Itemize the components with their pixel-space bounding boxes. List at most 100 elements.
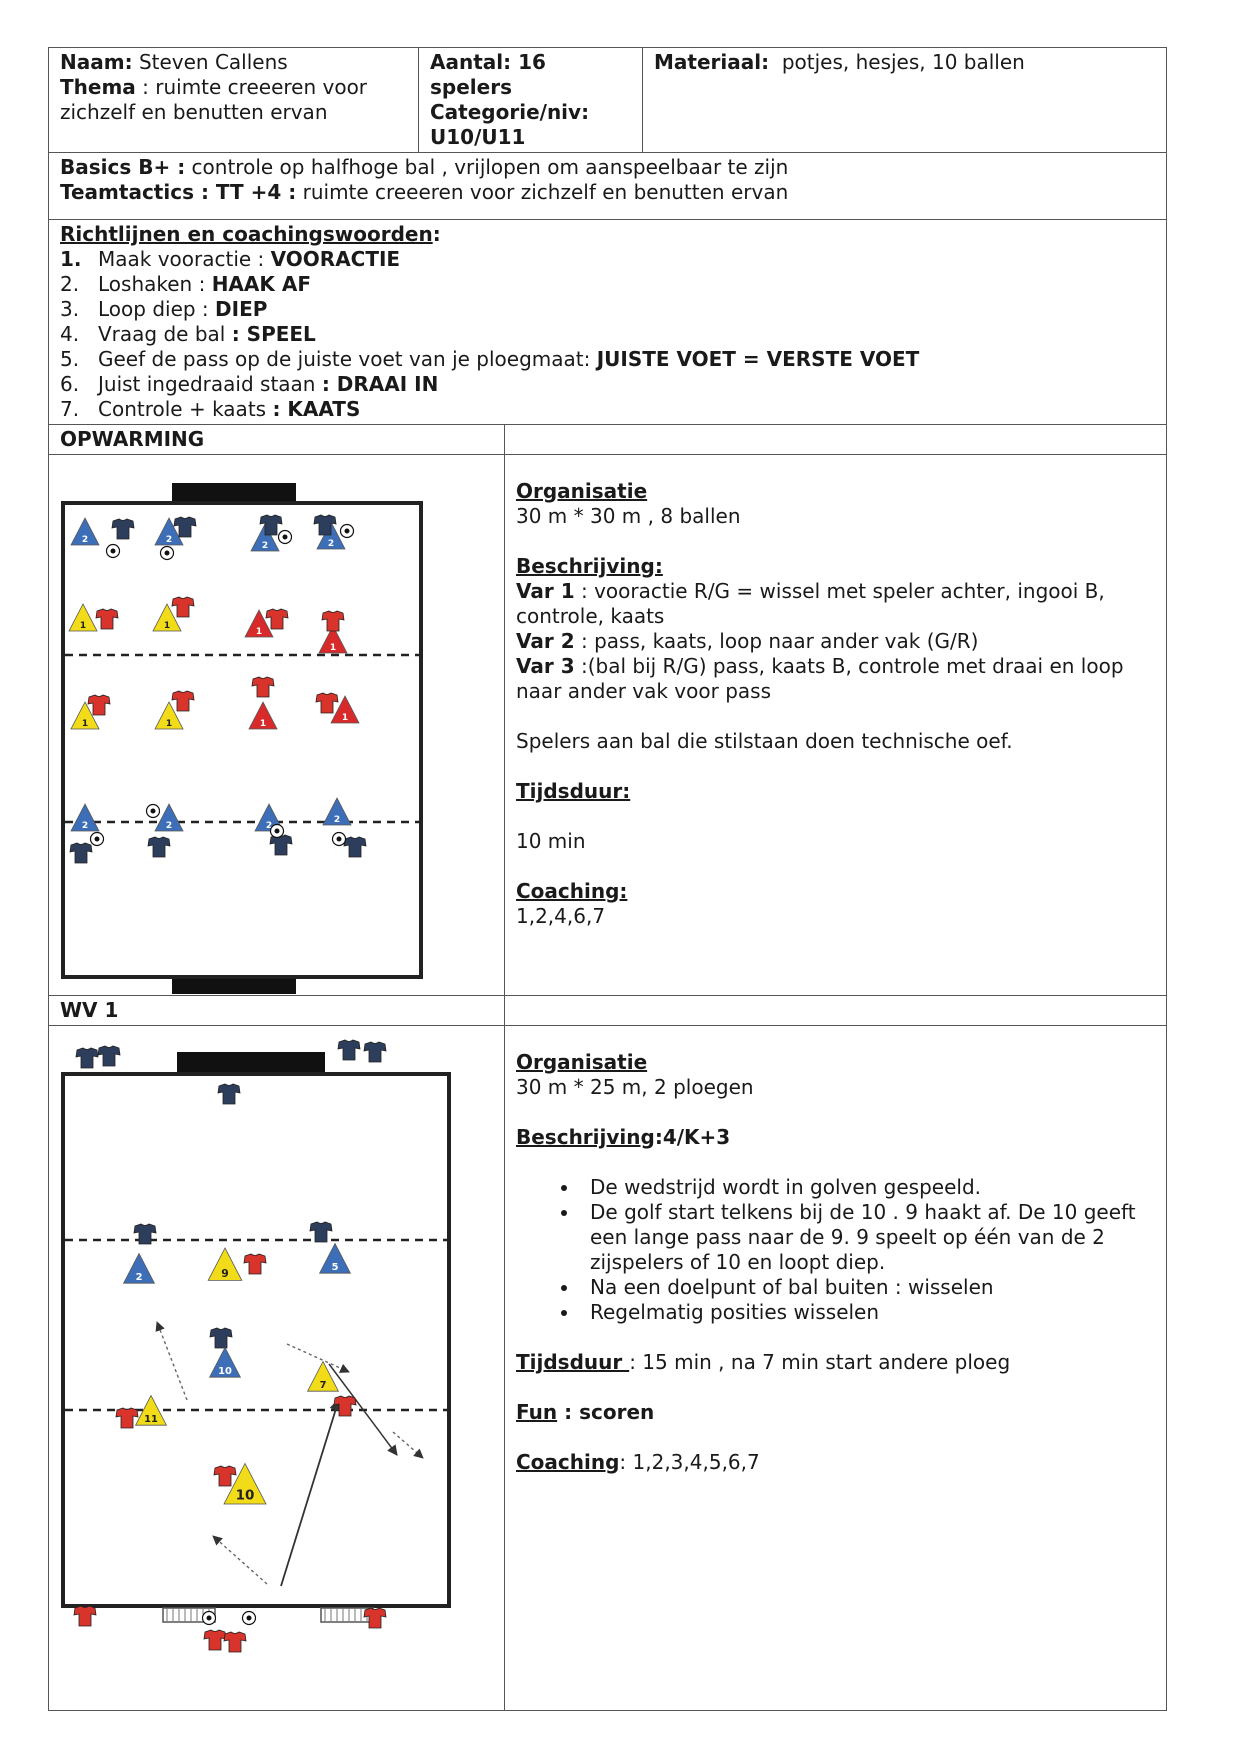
- guideline-keyword: VOORACTIE: [270, 247, 401, 271]
- wv1-field: [61, 1072, 451, 1608]
- wv1-desc-value: :4/K+3: [654, 1125, 731, 1149]
- player-shirt: [133, 1223, 157, 1245]
- warmup-title: OPWARMING: [48, 424, 505, 455]
- guideline-number: 6.: [60, 372, 80, 396]
- player-shirt: [97, 1045, 121, 1067]
- cone-marker: 2: [250, 523, 280, 552]
- player-shirt: [95, 608, 119, 630]
- naam-cell: Naam: Steven Callens Thema : ruimte cree…: [48, 47, 419, 153]
- guideline-item: 4.Vraag de bal : SPEEL: [60, 322, 1156, 347]
- wv1-duration-value: : 15 min , na 7 min start andere ploeg: [629, 1350, 1011, 1374]
- player-shirt: [343, 836, 367, 858]
- guideline-item: 3. Loop diep : DIEP: [60, 297, 1156, 322]
- player-shirt: [269, 834, 293, 856]
- guideline-number: 3.: [60, 297, 80, 321]
- player-shirt: [309, 1221, 333, 1243]
- cone-label: 2: [166, 535, 172, 545]
- cone-label: 2: [82, 821, 88, 831]
- guideline-text: Controle + kaats : KAATS: [98, 397, 361, 421]
- guideline-item: 2.Loshaken : HAAK AF: [60, 272, 1156, 297]
- cone-marker: 1: [318, 625, 348, 654]
- warmup-duration-value: 10 min: [516, 829, 586, 853]
- player-shirt: [73, 1605, 97, 1627]
- warmup-org-label: Organisatie: [516, 479, 648, 503]
- aantal-value: Aantal: 16 spelers: [430, 50, 546, 99]
- wv1-top-goal: [177, 1052, 325, 1074]
- guideline-text: Loop diep : DIEP: [98, 297, 268, 321]
- ball: [201, 1610, 217, 1626]
- warmup-field: [61, 501, 423, 979]
- cone-label: 10: [218, 1366, 232, 1377]
- guideline-item: 6. Juist ingedraaid staan : DRAAI IN: [60, 372, 1156, 397]
- guideline-number: 5.: [60, 347, 80, 371]
- cone-marker: 7: [306, 1360, 340, 1392]
- cone-marker: 2: [322, 797, 352, 826]
- guideline-keyword: : DRAAI IN: [321, 372, 439, 396]
- player-shirt: [171, 690, 195, 712]
- cone-label: 11: [144, 1414, 158, 1425]
- cone-label: 2: [82, 535, 88, 545]
- thema-value: : ruimte creeeren voor zichzelf en benut…: [60, 75, 368, 124]
- wv1-header-row: WV 1: [48, 995, 1168, 1026]
- guideline-keyword: JUISTE VOET = VERSTE VOET: [596, 347, 920, 371]
- cone-label: 2: [166, 821, 172, 831]
- player-shirt: [363, 1607, 387, 1629]
- aantal-cell: Aantal: 16 spelers Categorie/niv: U10/U1…: [417, 47, 644, 153]
- wv1-org-value: 30 m * 25 m, 2 ploegen: [516, 1075, 754, 1099]
- cone-label: 1: [166, 719, 172, 729]
- cone-marker: 2: [154, 803, 184, 832]
- player-shirt: [171, 596, 195, 618]
- player-shirt: [243, 1253, 267, 1275]
- warmup-duration-label: Tijdsduur:: [516, 779, 631, 803]
- var3-text: :(bal bij R/G) pass, kaats B, controle m…: [516, 654, 1124, 703]
- wv1-fun-value: : scoren: [557, 1400, 655, 1424]
- guideline-text: Vraag de bal : SPEEL: [98, 322, 316, 346]
- player-shirt: [265, 608, 289, 630]
- cone-label: 1: [342, 713, 348, 723]
- ball: [89, 831, 105, 847]
- wv1-title: WV 1: [48, 995, 505, 1026]
- player-shirt: [223, 1631, 247, 1653]
- guideline-number: 7.: [60, 397, 80, 421]
- cone-label: 2: [136, 1272, 143, 1283]
- basics-row: Basics B+ : controle op halfhoge bal , v…: [47, 152, 1168, 220]
- cone-label: 9: [221, 1267, 229, 1280]
- var2-text: : pass, kaats, loop naar ander vak (G/R): [580, 629, 979, 653]
- wv1-duration-label: Tijdsduur: [516, 1350, 630, 1374]
- session-table: Naam: Steven Callens Thema : ruimte cree…: [47, 47, 1168, 1711]
- guidelines-title: Richtlijnen en coachingswoorden: [60, 222, 433, 246]
- cone-marker: 1: [330, 695, 360, 724]
- ball: [241, 1610, 257, 1626]
- guideline-text: Juist ingedraaid staan : DRAAI IN: [98, 372, 439, 396]
- dotted-arrow-7: [392, 1431, 424, 1459]
- cone-marker: 11: [134, 1394, 168, 1426]
- player-shirt: [363, 1041, 387, 1063]
- ball: [269, 823, 285, 839]
- wv1-bullet: Na een doelpunt of bal buiten : wisselen: [580, 1275, 1156, 1300]
- cone-marker: 9: [207, 1247, 243, 1281]
- wv1-bullet: De wedstrijd wordt in golven gespeeld.: [580, 1175, 1156, 1200]
- wv1-bullet: De golf start telkens bij de 10 . 9 haak…: [580, 1200, 1156, 1275]
- ball: [159, 545, 175, 561]
- cone-label: 2: [334, 815, 340, 825]
- bottom-goal: [172, 978, 296, 994]
- wv1-text-cell: Organisatie 30 m * 25 m, 2 ploegen Besch…: [503, 1025, 1168, 1711]
- naam-value: Steven Callens: [138, 50, 288, 74]
- cone-label: 1: [256, 627, 262, 637]
- wv1-header-blank: [503, 995, 1168, 1026]
- dotted-arrow-10: [212, 1535, 268, 1585]
- materiaal-cell: Materiaal: potjes, hesjes, 10 ballen: [642, 47, 1168, 153]
- player-shirt: [173, 516, 197, 538]
- cone-label: 2: [328, 539, 334, 549]
- guidelines-row: Richtlijnen en coachingswoorden: 1.Maak …: [47, 219, 1168, 425]
- guidelines-cell: Richtlijnen en coachingswoorden: 1.Maak …: [47, 219, 1168, 425]
- cone-marker: 1: [244, 609, 274, 638]
- guideline-keyword: : KAATS: [272, 397, 361, 421]
- cone-label: 1: [82, 719, 88, 729]
- player-shirt: [315, 692, 339, 714]
